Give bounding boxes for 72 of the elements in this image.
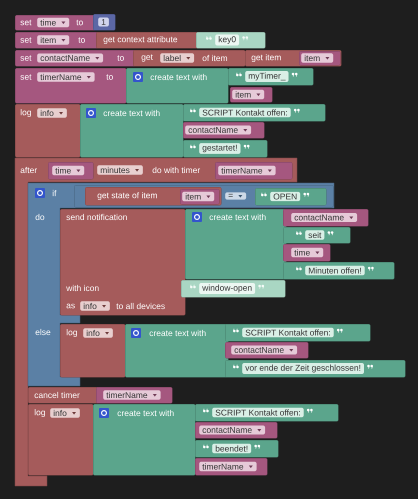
block-label: set xyxy=(20,20,32,26)
block-label: to xyxy=(106,74,113,80)
text-block xyxy=(196,32,266,48)
variable-block xyxy=(195,422,278,438)
text-field: window-open xyxy=(199,282,256,294)
block-label: to xyxy=(117,55,124,61)
block-label: if xyxy=(52,190,56,196)
create-text-block xyxy=(126,68,228,104)
variable-block xyxy=(183,122,264,138)
block-label: as xyxy=(66,304,75,308)
block-label: of item xyxy=(202,54,228,62)
variable-block xyxy=(230,87,272,102)
create-text-block xyxy=(93,404,196,476)
block-label: to xyxy=(78,37,85,43)
block-label: do xyxy=(36,214,44,220)
block-label: cancel timer xyxy=(34,392,80,398)
text-block xyxy=(195,440,278,458)
block-label: log xyxy=(20,109,31,117)
block-label: create text with xyxy=(118,410,174,416)
set-variable-block xyxy=(15,68,126,104)
block-label: after xyxy=(20,166,37,174)
block-label: create text with xyxy=(210,214,266,220)
variable-block xyxy=(180,189,220,204)
block-label: get item xyxy=(252,54,281,62)
variable-block xyxy=(283,209,368,226)
block-label: to xyxy=(76,20,83,26)
block-label: get state of item xyxy=(98,192,157,200)
create-text-block xyxy=(80,104,184,158)
block-label: do with timer xyxy=(152,166,200,174)
text-block xyxy=(181,280,286,298)
text-block xyxy=(183,104,326,122)
variable-block xyxy=(299,51,340,66)
block-label: with icon xyxy=(66,284,99,292)
block-label: create text with xyxy=(150,74,207,80)
block-label: create text with xyxy=(150,330,206,336)
block-label: set xyxy=(20,74,32,80)
log-block xyxy=(60,324,126,378)
block-label: log xyxy=(34,409,45,417)
text-field: myTimer_ xyxy=(245,70,289,82)
block-label: get context attribute xyxy=(104,36,178,44)
notification-block xyxy=(60,209,186,316)
block-label: set xyxy=(20,37,32,43)
variable-block xyxy=(283,244,330,262)
text-field: gestartet! xyxy=(199,143,240,154)
block-label: log xyxy=(66,329,77,337)
variable-block xyxy=(195,458,268,476)
create-text-block xyxy=(125,324,228,378)
text-block xyxy=(283,262,394,280)
set-variable-block xyxy=(15,50,136,66)
text-block xyxy=(225,324,370,342)
log-block xyxy=(15,104,80,158)
text-block xyxy=(255,188,326,206)
text-block xyxy=(228,68,314,86)
block-label: else xyxy=(36,328,50,336)
text-block xyxy=(183,140,268,158)
number-block xyxy=(93,14,116,30)
block-label: set xyxy=(20,55,32,61)
variable-block xyxy=(215,162,292,180)
variable-block xyxy=(48,162,94,180)
create-text-block xyxy=(185,209,286,280)
block-label: send notification xyxy=(66,214,127,220)
text-block xyxy=(195,404,338,422)
text-field: vor ende der Zeit geschlossen! xyxy=(242,362,364,374)
block-label: to all devices xyxy=(116,302,165,310)
variable-block xyxy=(96,387,172,404)
text-block xyxy=(283,227,350,244)
block-label: get xyxy=(142,54,153,62)
log-block xyxy=(28,404,94,476)
text-block xyxy=(225,360,406,378)
variable-block xyxy=(225,342,308,358)
block-label: create text with xyxy=(104,110,160,116)
function-block xyxy=(133,50,246,66)
